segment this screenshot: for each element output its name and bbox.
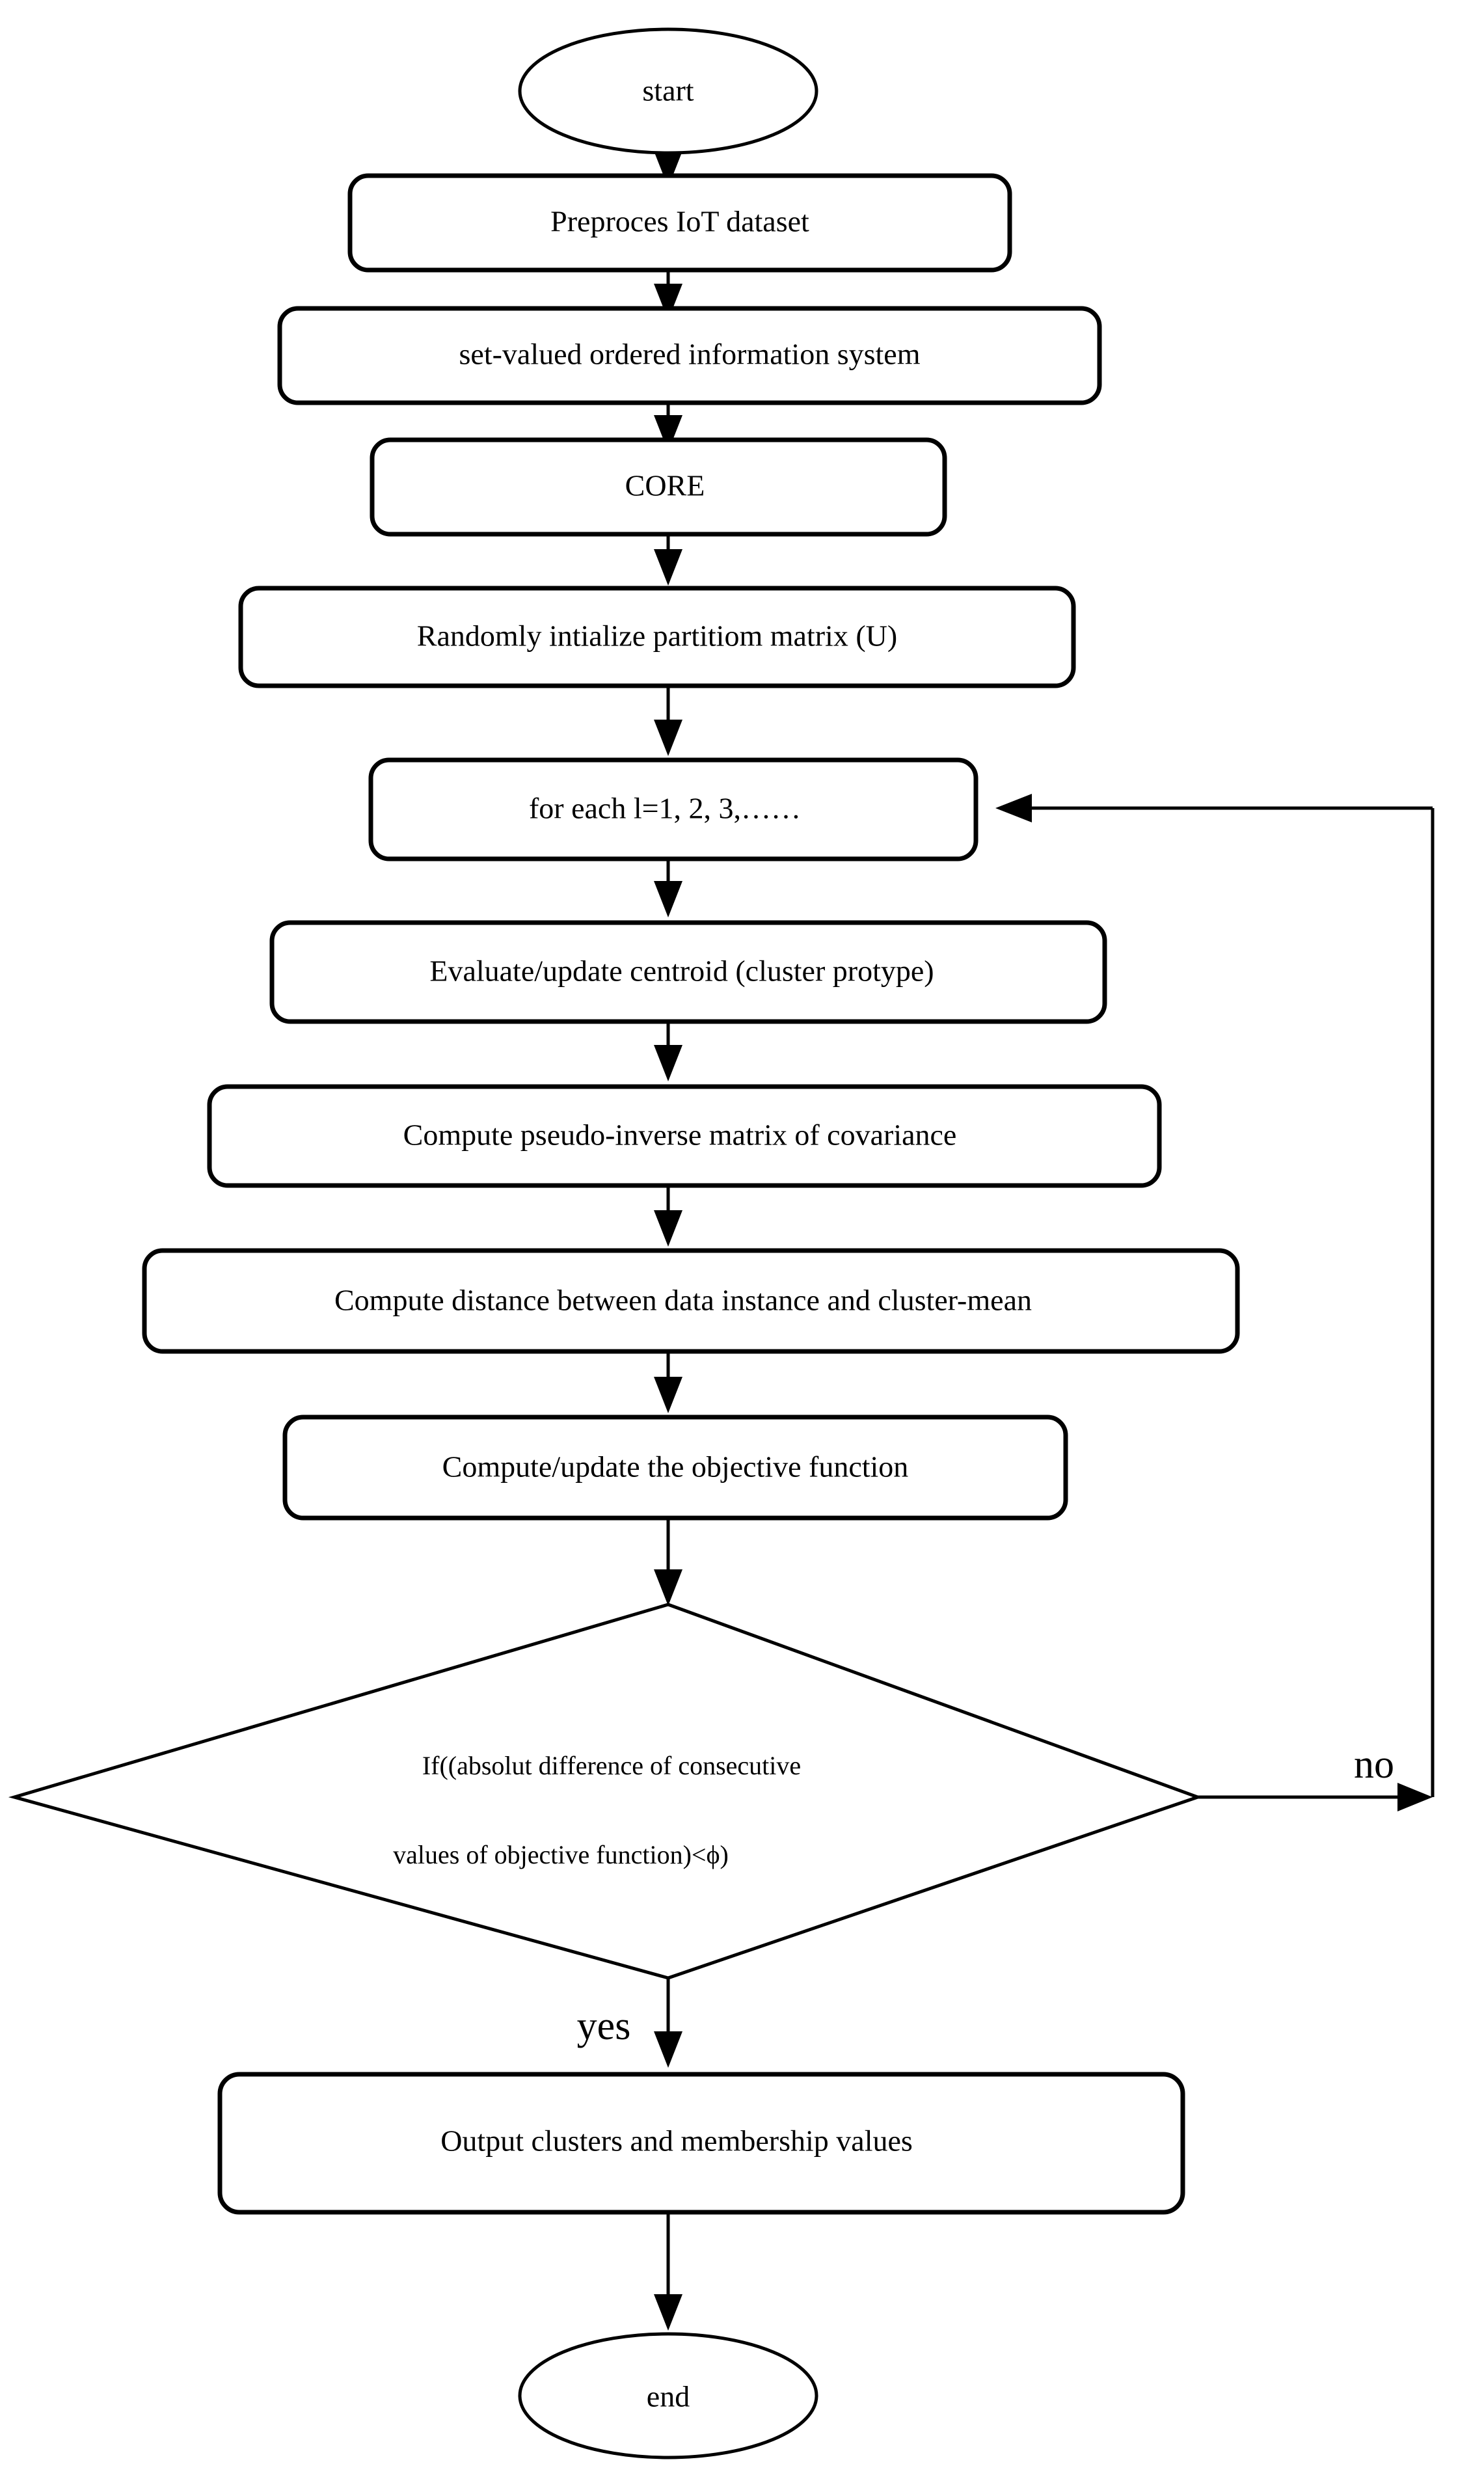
node-for-each-label: for each l=1, 2, 3,…… <box>529 792 801 825</box>
node-output-clusters[interactable]: Output clusters and membership values <box>217 2072 1185 2215</box>
edge-centroid-to-pseudoinverse <box>654 1020 682 1081</box>
edge-preprocess-to-svois <box>654 269 682 320</box>
edge-label-no: no <box>1354 1742 1394 1787</box>
node-init-partition-matrix[interactable]: Randomly intialize partitiom matrix (U) <box>238 586 1076 688</box>
node-preprocess-label: Preproces IoT dataset <box>550 205 809 238</box>
edge-init-to-foreach <box>654 685 682 756</box>
node-end-label: end <box>647 2380 690 2413</box>
edge-output-to-end <box>654 2211 682 2331</box>
node-init-matrix-label: Randomly intialize partitiom matrix (U) <box>417 619 897 653</box>
edge-pseudoinverse-to-distance <box>654 1183 682 1247</box>
node-output-label: Output clusters and membership values <box>440 2124 913 2158</box>
node-decision-line1: If((absolut difference of consecutive <box>422 1751 801 1780</box>
node-core[interactable]: CORE <box>370 437 947 537</box>
node-distance-label: Compute distance between data instance a… <box>334 1284 1032 1317</box>
node-start-label: start <box>642 74 694 107</box>
node-preprocess[interactable]: Preproces IoT dataset <box>347 173 1012 273</box>
node-compute-pseudo-inverse[interactable]: Compute pseudo-inverse matrix of covaria… <box>207 1084 1162 1188</box>
edge-foreach-to-centroid <box>654 858 682 917</box>
node-decision-line2: values of objective function)<ϕ) <box>393 1840 729 1869</box>
node-start[interactable]: start <box>518 27 818 155</box>
edge-decision-no-loopback <box>995 794 1435 1811</box>
node-decision-convergence[interactable]: If((absolut difference of consecutive va… <box>8 1603 1203 1980</box>
edge-decision-yes-to-output <box>654 1977 682 2068</box>
node-core-label: CORE <box>625 469 705 502</box>
edge-distance-to-objective <box>654 1350 682 1413</box>
edge-objective-to-decision <box>654 1516 682 1606</box>
node-set-valued-ordered-information-system[interactable]: set-valued ordered information system <box>277 306 1102 405</box>
edge-label-yes: yes <box>577 2004 631 2048</box>
node-compute-objective[interactable]: Compute/update the objective function <box>282 1415 1068 1521</box>
node-objective-label: Compute/update the objective function <box>442 1450 909 1483</box>
node-evaluate-centroid[interactable]: Evaluate/update centroid (cluster protyp… <box>269 920 1107 1024</box>
node-for-each-loop[interactable]: for each l=1, 2, 3,…… <box>368 757 978 861</box>
node-compute-distance[interactable]: Compute distance between data instance a… <box>142 1248 1240 1354</box>
node-pseudo-inverse-label: Compute pseudo-inverse matrix of covaria… <box>403 1118 957 1152</box>
edge-core-to-init <box>654 534 682 586</box>
node-centroid-label: Evaluate/update centroid (cluster protyp… <box>429 955 934 988</box>
node-end[interactable]: end <box>518 2332 818 2459</box>
edge-svois-to-core <box>654 401 682 452</box>
node-svois-label: set-valued ordered information system <box>459 338 921 371</box>
